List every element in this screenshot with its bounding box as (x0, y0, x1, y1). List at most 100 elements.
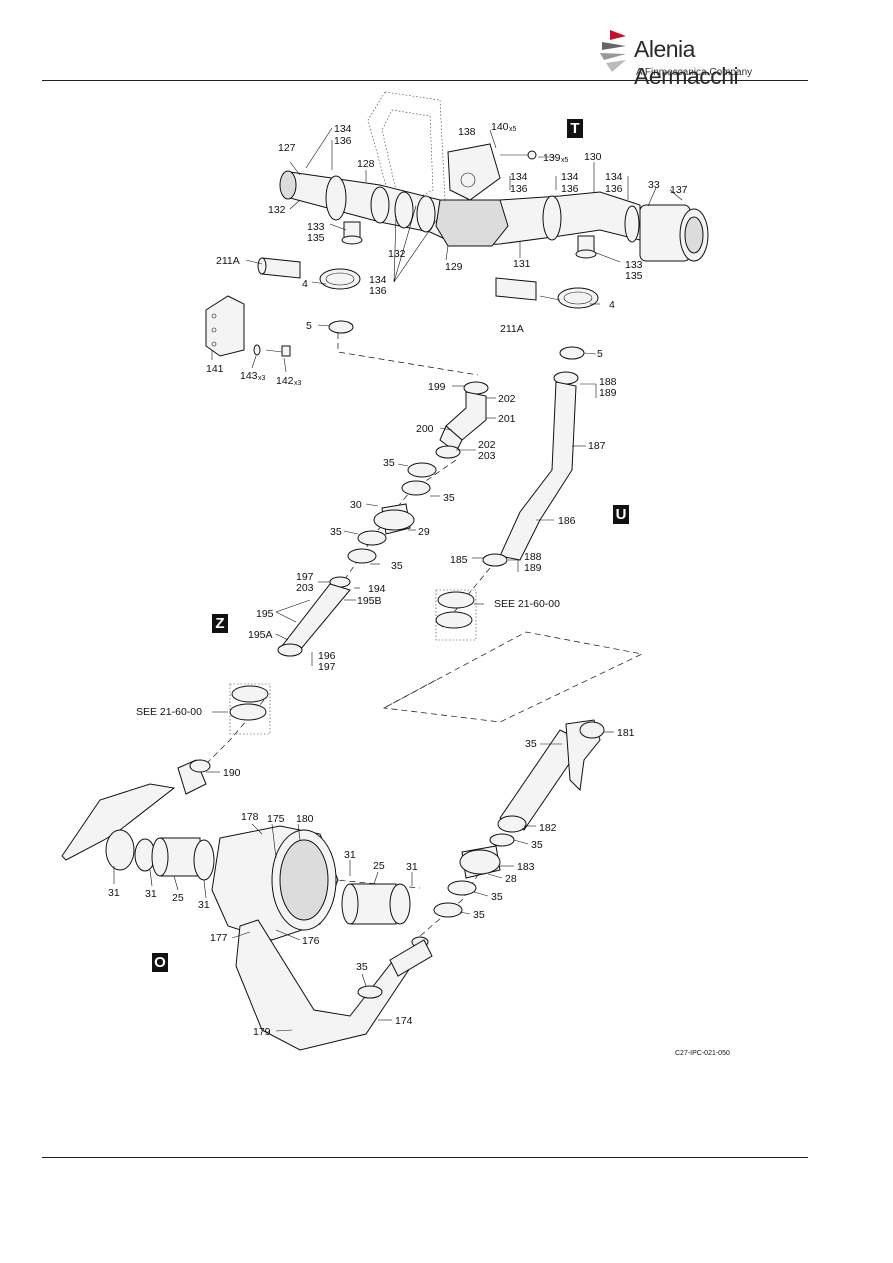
callout: 183 (517, 861, 535, 873)
callout: 187 (588, 440, 606, 452)
callout: 35 (491, 891, 503, 903)
callout: 195 (256, 608, 274, 620)
callout: 30 (350, 499, 362, 511)
callout: 203 (296, 582, 314, 594)
callout: 185 (450, 554, 468, 566)
callout-qty: x3 (294, 380, 302, 387)
duct-chain-z (277, 381, 489, 657)
callout: 201 (498, 413, 516, 425)
callout: 179 (253, 1026, 271, 1038)
callout: 136 (561, 183, 579, 195)
callout: 211A (500, 323, 524, 335)
callout: 130 (584, 151, 602, 163)
callout: 142 (276, 375, 294, 387)
callout-qty: x3 (258, 375, 266, 382)
footer-rule (42, 1157, 808, 1158)
callout: 33 (648, 179, 660, 191)
callout: 189 (524, 562, 542, 574)
callout: 31 (198, 899, 210, 911)
callout: 136 (510, 183, 528, 195)
callout: 35 (356, 961, 368, 973)
callout: 143 (240, 370, 258, 382)
header-rule (42, 80, 808, 81)
callout: 134 (561, 171, 579, 183)
callout: 28 (505, 873, 517, 885)
callout: 134 (369, 274, 387, 286)
callout: 137 (670, 184, 688, 196)
callout: 174 (395, 1015, 413, 1027)
callout-qty: x5 (509, 126, 517, 133)
callout: 196 (318, 650, 336, 662)
callout: 129 (445, 261, 463, 273)
callout: 138 (458, 126, 476, 138)
callout: 135 (307, 232, 325, 244)
callout: 35 (473, 909, 485, 921)
callout: 132 (388, 248, 406, 260)
callout: 35 (383, 457, 395, 469)
callout: 195A (248, 629, 273, 641)
view-label-z: Z (212, 614, 228, 633)
duct-assembly-o (61, 783, 433, 1051)
callout: 25 (373, 860, 385, 872)
callout: 133 (307, 221, 325, 233)
brand-name: Alenia Aermacchi (634, 36, 739, 89)
logo-mark-icon (600, 30, 626, 72)
callout: 175 (267, 813, 285, 825)
callout: 35 (391, 560, 403, 572)
callout: 35 (525, 738, 537, 750)
view-label-t: T (567, 119, 583, 138)
view-label-u: U (613, 505, 629, 524)
callout: 4 (609, 299, 615, 311)
callout: 178 (241, 811, 259, 823)
callout: 134 (334, 123, 352, 135)
callout: 139 (543, 152, 561, 164)
callout: 5 (597, 348, 603, 360)
callout: 202 (478, 439, 496, 451)
clamp-group-ref (229, 589, 477, 735)
callout: 140 (491, 121, 509, 133)
see-reference: SEE 21-60-00 (494, 598, 560, 610)
callout: 186 (558, 515, 576, 527)
callout: 197 (318, 661, 336, 673)
company-logo: Alenia Aermacchi A Finmeccanica Company (596, 24, 796, 89)
callout: 5 (306, 320, 312, 332)
callout: 136 (369, 285, 387, 297)
callout: 182 (539, 822, 557, 834)
callout: 134 (605, 171, 623, 183)
callout: 195B (357, 595, 382, 607)
callout: 194 (368, 583, 386, 595)
callout: 188 (524, 551, 542, 563)
callout: 136 (605, 183, 623, 195)
part-190 (177, 759, 211, 795)
duct-u (482, 371, 579, 567)
callout: 181 (617, 727, 635, 739)
callout: 4 (302, 278, 308, 290)
callout-qty: x5 (561, 157, 569, 164)
callout: 180 (296, 813, 314, 825)
bracket-141 (205, 295, 291, 357)
callout: 35 (531, 839, 543, 851)
callout: 35 (443, 492, 455, 504)
callout: 202 (498, 393, 516, 405)
figure-reference: C27-IPC-021-050 (675, 1050, 730, 1057)
callout: 136 (334, 135, 352, 147)
callout: 31 (344, 849, 356, 861)
callout: 177 (210, 932, 228, 944)
view-label-o: O (152, 953, 168, 972)
callout: 176 (302, 935, 320, 947)
callout: 211A (216, 255, 240, 267)
callout: 35 (330, 526, 342, 538)
see-reference: SEE 21-60-00 (136, 706, 202, 718)
callout: 190 (223, 767, 241, 779)
callout: 133 (625, 259, 643, 271)
callout: 134 (510, 171, 528, 183)
callout: 29 (418, 526, 430, 538)
callout-labels: 127 134 136 128 138 140 x5 139 x5 130 13… (108, 121, 730, 1057)
callout: 128 (357, 158, 375, 170)
callout: 203 (478, 450, 496, 462)
callout: 189 (599, 387, 617, 399)
callout: 31 (108, 887, 120, 899)
clamp-set-top (257, 257, 599, 360)
callout: 132 (268, 204, 286, 216)
